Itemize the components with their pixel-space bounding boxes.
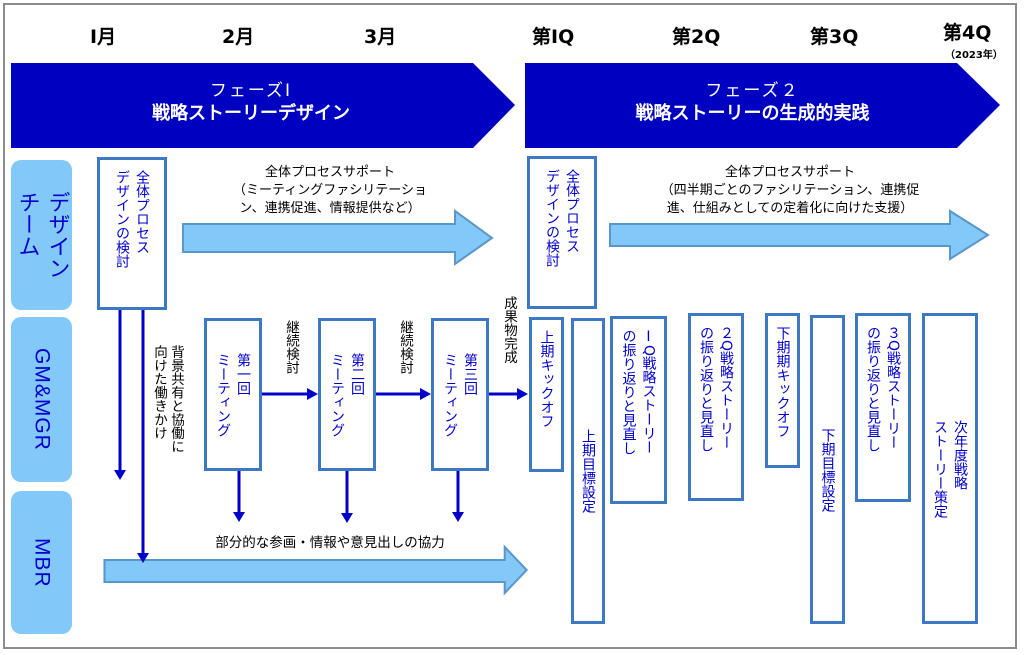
lane-design-team-label: デザイン チーム bbox=[12, 191, 72, 279]
h2-target-box: 下期目標設定 bbox=[810, 315, 845, 624]
q3-review-text: ３Q戦略ストーリーの振り返りと見直し bbox=[865, 326, 901, 452]
h2-target-text: 下期目標設定 bbox=[819, 427, 836, 512]
period-q1: 第ⅠQ bbox=[532, 26, 575, 48]
next-year-strategy-text: 次年度戦略ストーリー策定 bbox=[932, 419, 968, 518]
q2-review-text: ２Q戦略ストーリーの振り返りと見直し bbox=[698, 326, 734, 452]
process-design-text: 全体プロセスデザインの検討 bbox=[114, 170, 150, 268]
h1-kickoff-box: 上期キックオフ bbox=[529, 317, 564, 472]
lane-gm-mgr-label: GM&MGR bbox=[30, 348, 54, 451]
arrowhead-design-to-gm bbox=[114, 470, 126, 480]
outreach-note: 背景共有と協働に向けた働きかけ bbox=[151, 345, 184, 453]
arrowhead-design-to-mbr bbox=[137, 553, 149, 563]
lane-design-team: デザイン チーム bbox=[11, 160, 72, 310]
meeting-1-box: 第一回ミーティング bbox=[204, 318, 262, 471]
arrowhead-meeting3-to-mbr bbox=[452, 512, 464, 522]
meeting-3-text: 第三回ミーティング bbox=[442, 352, 478, 437]
lane-design-team-line2: チーム bbox=[14, 191, 40, 257]
arrowhead-meeting1-to-meeting2 bbox=[307, 388, 318, 400]
q2-review-box: ２Q戦略ストーリーの振り返りと見直し bbox=[688, 313, 744, 501]
transition-label-3: 成果物完成 bbox=[501, 296, 517, 364]
lane-design-team-line1: デザイン bbox=[44, 191, 70, 279]
q1-review-box: ⅠQ戦略ストーリーの振り返りと見直し bbox=[610, 316, 667, 504]
period-q4: 第4Q bbox=[943, 22, 992, 44]
meeting-3-box: 第三回ミーティング bbox=[431, 318, 489, 471]
meeting-2-text: 第二回ミーティング bbox=[329, 352, 365, 437]
next-year-strategy-box: 次年度戦略ストーリー策定 bbox=[922, 313, 978, 624]
support-arrow-phase1 bbox=[182, 209, 494, 266]
meeting-2-box: 第二回ミーティング bbox=[318, 318, 376, 471]
mbr-cooperation-note: 部分的な参画・情報や意見出しの協力 bbox=[215, 535, 445, 551]
arrowhead-meeting2-to-meeting3 bbox=[420, 388, 431, 400]
h1-target-box: 上期目標設定 bbox=[571, 318, 605, 624]
phase-2-number: フェーズ２ bbox=[705, 81, 800, 101]
phase-2-label: フェーズ２ 戦略ストーリーの生成的実践 bbox=[525, 80, 980, 126]
h1-target-text: 上期目標設定 bbox=[580, 429, 596, 513]
phase-1-number: フェーズⅠ bbox=[209, 81, 293, 101]
phase-2-title: 戦略ストーリーの生成的実践 bbox=[635, 103, 870, 124]
process-design-box-phase2: 全体プロセスデザインの検討 bbox=[527, 156, 597, 309]
period-q2: 第2Q bbox=[672, 26, 721, 48]
cooperation-arrow bbox=[103, 544, 529, 596]
phase-2-chevron bbox=[525, 63, 1000, 148]
q1-review-text: ⅠQ戦略ストーリーの振り返りと見直し bbox=[620, 329, 657, 455]
lane-gm-mgr: GM&MGR bbox=[11, 317, 72, 482]
arrowhead-meeting3-to-kickoff bbox=[517, 388, 528, 400]
support-arrow-phase2 bbox=[609, 209, 990, 261]
transition-label-2: 継続検討 bbox=[397, 320, 413, 374]
period-jan: Ⅰ月 bbox=[90, 26, 117, 48]
lane-mbr: MBR bbox=[11, 491, 72, 634]
period-feb: 2月 bbox=[222, 26, 255, 48]
phase-1-chevron bbox=[11, 63, 515, 148]
phase-1-title: 戦略ストーリーデザイン bbox=[152, 103, 350, 124]
period-mar: 3月 bbox=[364, 26, 397, 48]
process-design-text: 全体プロセスデザインの検討 bbox=[544, 169, 580, 267]
support-note-phase2: 全体プロセスサポート （四半期ごとのファシリテーション、連携促 進、仕組みとして… bbox=[660, 165, 920, 216]
q3-review-box: ３Q戦略ストーリーの振り返りと見直し bbox=[855, 313, 911, 502]
meeting-1-text: 第一回ミーティング bbox=[215, 352, 251, 437]
period-q3: 第3Q bbox=[810, 26, 859, 48]
arrowhead-meeting2-to-mbr bbox=[341, 513, 353, 523]
lane-mbr-label: MBR bbox=[30, 537, 54, 588]
arrowhead-meeting1-to-mbr bbox=[233, 512, 245, 522]
h1-kickoff-text: 上期キックオフ bbox=[538, 330, 555, 428]
transition-label-1: 継続検討 bbox=[283, 320, 299, 374]
h2-kickoff-box: 下期期キックオフ bbox=[765, 313, 800, 468]
phase-1-label: フェーズⅠ 戦略ストーリーデザイン bbox=[11, 80, 491, 126]
support-note-phase1: 全体プロセスサポート （ミーティングファシリテーショ ン、連携促進、情報提供など… bbox=[233, 165, 427, 216]
year-note: （2023年） bbox=[945, 50, 1003, 61]
process-design-box-phase1: 全体プロセスデザインの検討 bbox=[97, 157, 167, 310]
h2-kickoff-text: 下期期キックオフ bbox=[774, 326, 791, 438]
